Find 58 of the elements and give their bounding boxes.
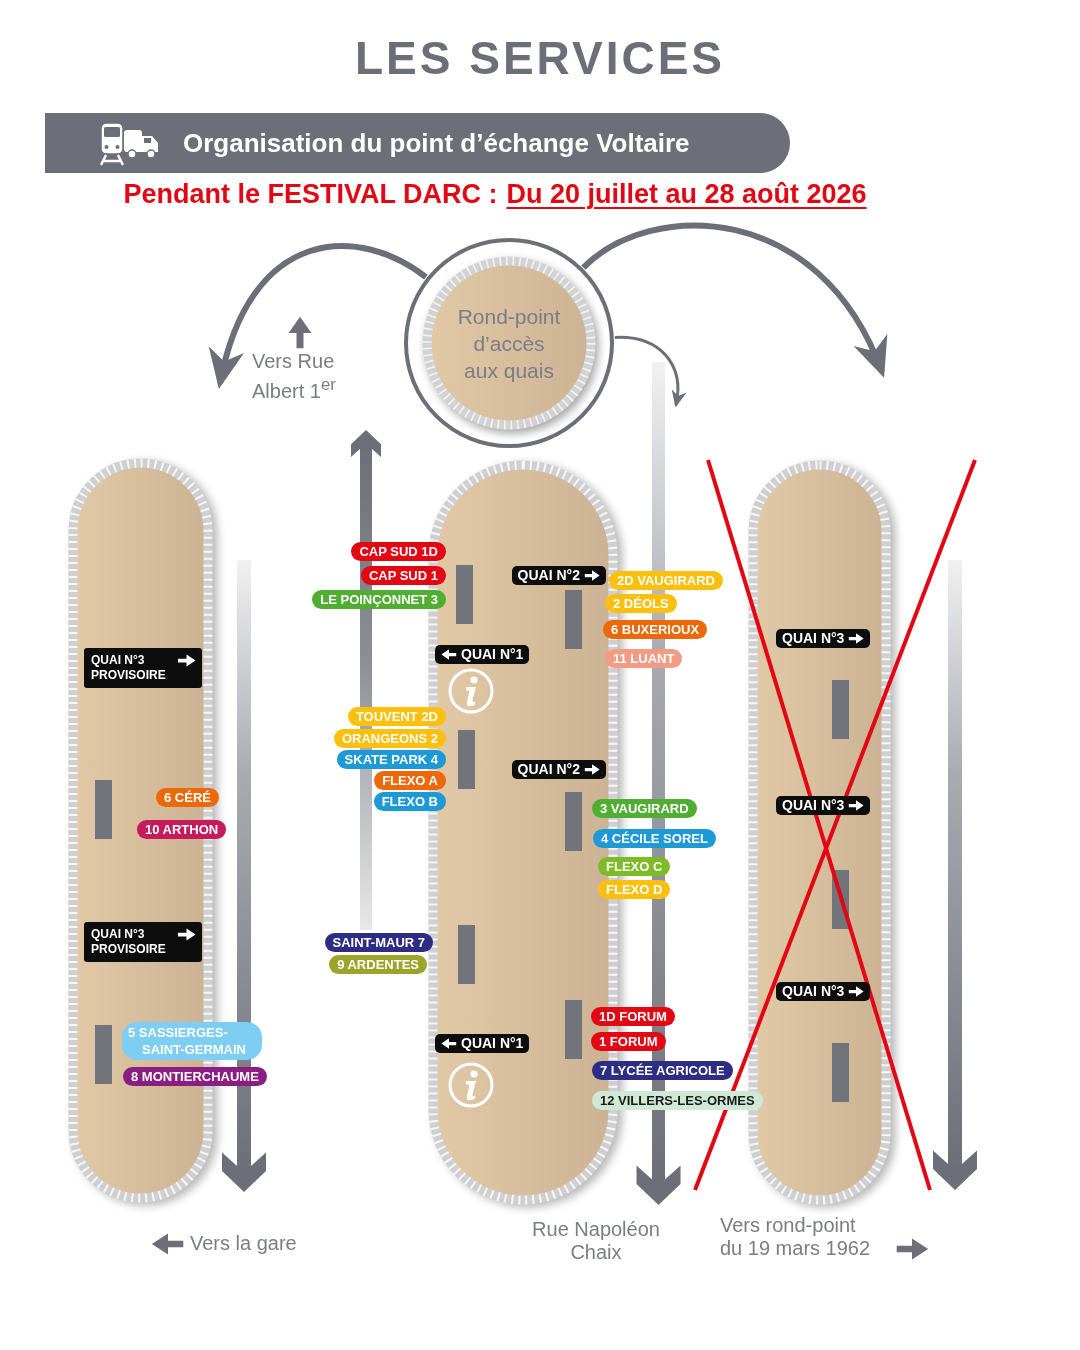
bus-line-tag: FLEXO A [374, 771, 446, 790]
bus-line-tag: SAINT-MAUR 7 [324, 933, 433, 952]
platform-sign [776, 982, 871, 1001]
bus-line-tag: 4 CÉCILE SOREL [593, 829, 716, 848]
platform-name: QUAI N°3 PROVISOIRE [91, 927, 167, 957]
platform-name: QUAI N°3 [782, 983, 845, 1000]
roundabout-label: Rond-point d’accès aux quais [456, 304, 562, 384]
platform-name: QUAI N°2 [517, 761, 580, 778]
platform-sign [435, 645, 530, 664]
platform-name: QUAI N°3 [782, 797, 845, 814]
bus-line-tag: 5 SASSIERGES- SAINT-GERMAIN [122, 1022, 262, 1060]
bus-line-tag: 8 MONTIERCHAUME [123, 1067, 267, 1086]
platform-sign [511, 760, 606, 779]
bus-line-tag: 2D VAUGIRARD [609, 571, 723, 590]
curved-arrow [614, 335, 686, 408]
bus-line-tag: 9 ARDENTES [329, 955, 427, 974]
roundabout [403, 237, 615, 449]
platform-name: QUAI N°1 [461, 646, 524, 663]
curved-arrow [581, 222, 885, 378]
bus-line-tag: 3 VAUGIRARD [592, 799, 697, 818]
platform-sign [435, 1034, 530, 1053]
bus-line-tag: FLEXO D [598, 880, 671, 899]
street-label: Vers Rue Albert 1$^{er}$ [252, 350, 337, 403]
curved-arrow [210, 243, 428, 389]
platform-sign [84, 922, 202, 962]
bus-line-tag: 11 LUANT [605, 649, 683, 668]
bus-line-tag: 12 VILLERS-LES-ORMES [592, 1091, 763, 1110]
bus-line-tag: FLEXO B [373, 792, 446, 811]
bus-line-tag: 10 ARTHON [137, 820, 227, 839]
platform-name: QUAI N°2 [517, 567, 580, 584]
street-label: Vers rond-point du 19 mars 1962 [720, 1214, 872, 1260]
bus-line-tag: CAP SUD 1D [351, 542, 446, 561]
platform-name: QUAI N°3 [782, 630, 845, 647]
bus-line-tag: 6 BUXERIOUX [603, 620, 708, 639]
street-label: Rue Napoléon Chaix [531, 1218, 661, 1264]
date-range-text: Du 20 juillet au 28 août 2026 [506, 178, 867, 211]
bus-line-tag: 1D FORUM [591, 1007, 675, 1026]
bus-line-tag: 7 LYCÉE AGRICOLE [592, 1061, 733, 1080]
bus-line-tag: 6 CÉRÉ [156, 788, 219, 807]
bus-line-tag: 2 DÉOLS [605, 594, 677, 613]
bus-line-tag: TOUVENT 2D [347, 707, 446, 726]
bus-line-tag: ORANGEONS 2 [333, 729, 446, 748]
platform-sign [84, 648, 202, 688]
platform-sign [511, 566, 606, 585]
platform-name: QUAI N°1 [461, 1035, 524, 1052]
platform-sign [776, 796, 871, 815]
bus-line-tag: LE POINÇONNET 3 [312, 590, 446, 609]
bus-line-tag: FLEXO C [598, 857, 671, 876]
bus-line-tag: CAP SUD 1 [360, 566, 446, 585]
street-label: Vers la gare [190, 1232, 297, 1255]
platform-name: QUAI N°3 PROVISOIRE [91, 653, 167, 683]
bus-line-tag: 1 FORUM [591, 1032, 666, 1051]
heading-banner [45, 113, 790, 173]
notice-text: Pendant le FESTIVAL DARC : [123, 178, 498, 211]
bus-line-tag: SKATE PARK 4 [336, 750, 446, 769]
page-title: LES SERVICES [354, 31, 725, 86]
platform-sign [776, 629, 871, 648]
banner-title: Organisation du point d’échange Voltaire [183, 127, 690, 159]
